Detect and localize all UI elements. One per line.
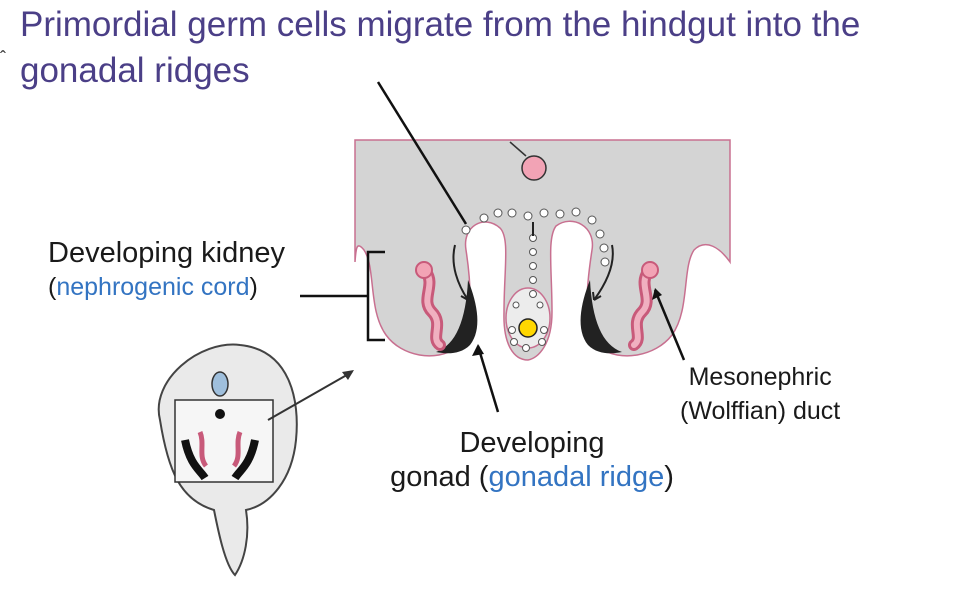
gonadal-ridge-term: gonadal ridge bbox=[488, 461, 665, 493]
inset-pointer-line bbox=[267, 371, 353, 421]
nephrogenic-cord-right bbox=[628, 261, 659, 351]
kidney-paren-open: ( bbox=[48, 273, 57, 301]
gonad-label: Developing gonad (gonadal ridge) bbox=[372, 426, 692, 494]
nephrogenic-cord-term: nephrogenic cord bbox=[56, 273, 250, 301]
mesonephric-duct-label: Mesonephric (Wolffian) duct bbox=[680, 360, 840, 428]
kidney-paren-close: ) bbox=[249, 273, 258, 301]
kidney-label-line1: Developing kidney bbox=[48, 237, 285, 269]
kidney-label: Developing kidney (nephrogenic cord) bbox=[48, 236, 285, 304]
gonadal-thickening-right bbox=[580, 280, 622, 354]
gonad-prefix: gonad ( bbox=[390, 461, 489, 493]
mesonephric-duct-left bbox=[415, 261, 433, 279]
gonad-label-line1: Developing bbox=[459, 427, 605, 459]
migration-arrows bbox=[452, 222, 614, 301]
embryo-inset bbox=[157, 343, 354, 577]
callout-arrowheads bbox=[472, 288, 662, 356]
duct-pointer-line bbox=[653, 289, 686, 361]
nephrogenic-cord-left bbox=[415, 261, 446, 351]
mesonephric-duct-right bbox=[641, 261, 659, 279]
callout-lines bbox=[300, 81, 686, 413]
slide-title: Primordial germ cells migrate from the h… bbox=[20, 5, 861, 90]
germ-cell bbox=[521, 155, 547, 181]
gonad-suffix: ) bbox=[664, 461, 674, 493]
yolk-sac bbox=[518, 318, 538, 338]
migrating-germ-cells bbox=[461, 207, 610, 298]
tissue-cross-section bbox=[354, 139, 731, 361]
bullet-mark: ˆ bbox=[0, 48, 6, 68]
gonad-pointer-line bbox=[476, 345, 500, 413]
duct-label-line2: (Wolffian) duct bbox=[680, 397, 841, 425]
kidney-label-line2: (nephrogenic cord) bbox=[48, 270, 285, 304]
hindgut bbox=[505, 287, 551, 352]
duct-label-line1: Mesonephric bbox=[688, 363, 832, 391]
gonad-label-line2: gonad (gonadal ridge) bbox=[372, 460, 692, 494]
title-pointer-line bbox=[376, 81, 468, 225]
